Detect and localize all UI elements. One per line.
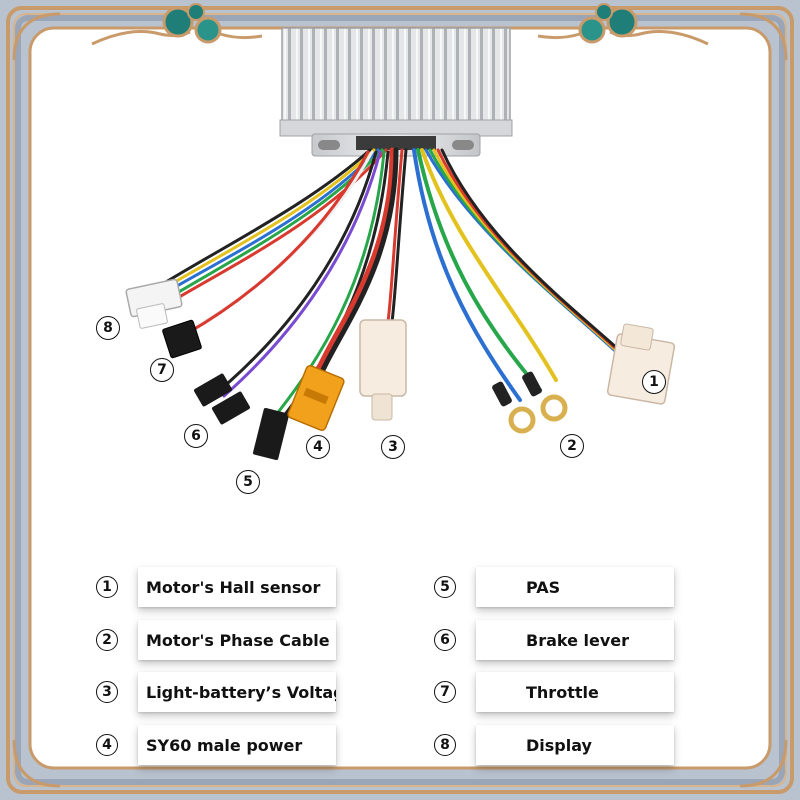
callout-5: 5 (236, 470, 260, 494)
legend-label: Light-battery’s Voltage (138, 672, 336, 712)
callout-3: 3 (381, 435, 405, 459)
callout-4: 4 (306, 435, 330, 459)
callout-7: 7 (150, 358, 174, 382)
frame-stripe (15, 15, 785, 785)
connector-voltage (359, 319, 407, 421)
callout-5-text: 5 (243, 474, 253, 490)
connector-throttle (162, 319, 202, 359)
callout-8-text: 8 (103, 320, 113, 336)
connector-display (125, 278, 183, 329)
legend-number: 8 (434, 734, 456, 756)
connector-phase (492, 371, 568, 434)
callout-6-text: 6 (191, 428, 201, 444)
legend-number: 7 (434, 681, 456, 703)
connector-brake (194, 373, 250, 425)
callout-1: 1 (642, 370, 666, 394)
frame-border-inner (13, 13, 787, 787)
legend-label: PAS (476, 567, 674, 607)
legend-number: 3 (96, 681, 118, 703)
legend-number: 5 (434, 576, 456, 598)
legend-number: 6 (434, 629, 456, 651)
legend-label: Motor's Phase Cable (138, 620, 336, 660)
cloud-ornament-left (91, 3, 263, 46)
legend-number: 1 (96, 576, 118, 598)
callout-8: 8 (96, 316, 120, 340)
frame-border-outer (6, 6, 794, 794)
callout-7-text: 7 (157, 362, 167, 378)
corner-ornaments (12, 12, 788, 788)
legend-label: Display (476, 725, 674, 765)
callout-3-text: 3 (388, 439, 398, 455)
legend-label: Throttle (476, 672, 674, 712)
legend-number: 2 (96, 629, 118, 651)
controller-body (279, 27, 513, 157)
legend-number: 4 (96, 734, 118, 756)
connector-sy60 (287, 365, 345, 431)
callout-4-text: 4 (313, 439, 323, 455)
callout-1-text: 1 (649, 374, 659, 390)
callout-6: 6 (184, 424, 208, 448)
callout-2-text: 2 (567, 438, 577, 454)
legend-label: Brake lever (476, 620, 674, 660)
callout-2: 2 (560, 434, 584, 458)
connector-pas (253, 407, 289, 461)
legend-label: Motor's Hall sensor (138, 567, 336, 607)
wires (164, 147, 632, 428)
cloud-ornament-right (537, 3, 709, 46)
legend-label: SY60 male power (138, 725, 336, 765)
